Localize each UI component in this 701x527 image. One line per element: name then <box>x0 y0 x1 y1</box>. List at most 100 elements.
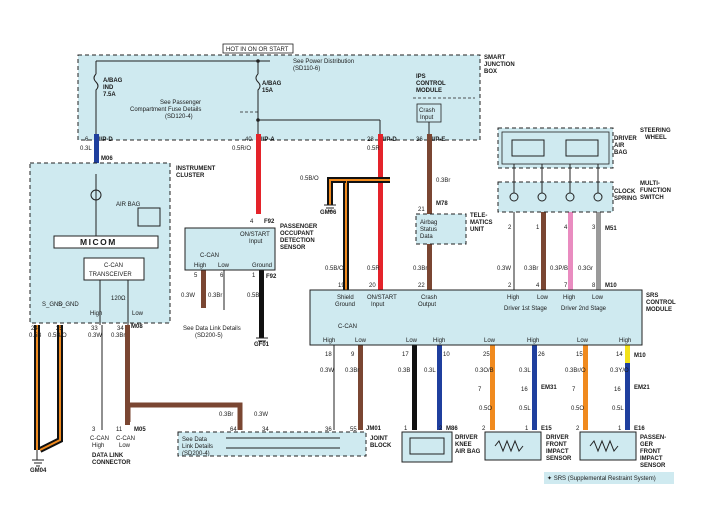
srs-low: Low <box>592 295 604 301</box>
pfs-title-4: IMPACT <box>640 456 663 462</box>
pod-title-3: DETECTION <box>280 238 315 244</box>
conn-ip-a: I/P-A <box>261 137 275 143</box>
srs-pin: 9 <box>351 352 355 358</box>
ic-pin: 25 <box>56 326 63 332</box>
pod-low: Low <box>218 263 230 269</box>
clock-spring-label-2: SPRING <box>614 196 637 202</box>
telematics-title-3: UNIT <box>470 227 484 233</box>
srs-pin: 14 <box>616 352 623 358</box>
dlc-title-2: CONNECTOR <box>92 460 131 466</box>
dlc-ccan-high-1: C-CAN <box>90 436 109 442</box>
pcfuse-ref-3: (SD120-4) <box>165 114 193 120</box>
pod-sensor: PASSENGER OCCUPANT DETECTION SENSOR ON/S… <box>183 224 318 339</box>
srs-low: Low <box>406 338 418 344</box>
srs-title-3: MODULE <box>646 307 672 313</box>
steering-wheel: STEERING WHEEL DRIVER AIR BAG <box>497 127 671 169</box>
srs-on-start-2: Input <box>371 302 385 308</box>
mfs-title-1: MULTI- <box>640 181 660 187</box>
data-link-connector: 3 11 C-CAN High C-CAN Low DATA LINK CONN… <box>90 427 135 466</box>
ground-gm04: GM04 <box>30 468 47 474</box>
crash-input-2: Input <box>420 115 434 121</box>
srs-high: High <box>507 295 519 301</box>
fuse-abag-1: A/BAG <box>262 81 282 87</box>
fuse-abag-2: 15A <box>262 88 274 94</box>
wire-label: 0.3Br <box>208 293 222 299</box>
wire-label: 0.3B <box>398 368 410 374</box>
pfs-pin: 1 <box>618 426 622 432</box>
wire-label: 0.3Br <box>524 266 538 272</box>
connector-em21: EM21 <box>634 385 650 391</box>
joint-block: JOINT BLOCK See Data Link Details (SD200… <box>177 427 392 457</box>
jb-title-2: BLOCK <box>370 443 392 449</box>
wire-label: 0.3Br <box>413 266 427 272</box>
dfs-pin: 1 <box>525 426 529 432</box>
wire-label: 0.5L <box>612 406 624 412</box>
airbag-lamp-icon <box>90 189 102 201</box>
wire-label: 0.5L <box>519 406 531 412</box>
jb-pin: 34 <box>262 427 269 433</box>
instrument-cluster: INSTRUMENT CLUSTER AIR BAG MICOM C-CAN T… <box>29 162 216 332</box>
sensor-icon <box>589 439 619 453</box>
legend: ✦ SRS (Supplemental Restraint System) <box>544 472 674 484</box>
srs-pin: 26 <box>538 352 545 358</box>
srs-title-2: CONTROL <box>646 300 676 306</box>
driver-1st-stage: Driver 1st Stage <box>504 306 548 312</box>
pcfuse-ref-1: See Passenger <box>160 100 201 106</box>
wire-label: 0.3Br/O <box>565 368 586 374</box>
srs-pin: 18 <box>325 352 332 358</box>
wire-label: 0.3L <box>519 368 531 374</box>
pod-on-start-2: Input <box>249 239 263 245</box>
pod-ground: Ground <box>252 263 272 269</box>
ground-icon <box>324 204 336 212</box>
srs-high: High <box>619 338 631 344</box>
wire-label: 0.3W <box>497 266 511 272</box>
shield-ground-2: Ground <box>335 302 355 308</box>
srs-pin: 8 <box>592 283 596 289</box>
kab-title-2: KNEE <box>455 442 472 448</box>
sjb-title-1: SMART <box>484 55 506 61</box>
pod-see-data-link-2: (SD200-5) <box>195 333 223 339</box>
hot-in-label: HOT IN ON OR START <box>226 47 289 53</box>
passenger-front-impact-sensor: 7 16 2 1 PASSEN- GER FRONT IMPACT SENSOR <box>572 387 666 469</box>
ips-title-1: IPS <box>416 74 426 80</box>
wire-label: 0.3Br <box>111 333 125 339</box>
ground-icon <box>256 337 268 342</box>
cs-pin: 4 <box>564 225 568 231</box>
kab-title-3: AIR BAG <box>455 449 481 455</box>
connector-m86: M86 <box>446 426 458 432</box>
ips-title-3: MODULE <box>416 88 442 94</box>
resistor-label: 120Ω <box>111 296 126 302</box>
connector-m08: M08 <box>131 324 143 330</box>
srs-high: High <box>527 338 539 344</box>
srs-low: Low <box>577 338 589 344</box>
srs-pin: 2 <box>508 283 512 289</box>
pin-21: 21 <box>418 207 425 213</box>
srs-title-1: SRS <box>646 293 658 299</box>
knee-airbag: 1 2 DRIVER KNEE AIR BAG <box>401 426 481 463</box>
ground-icons <box>32 204 336 467</box>
mfs-title-2: FUNCTION <box>640 188 671 194</box>
dfs-pin: 7 <box>478 387 482 393</box>
pfs-title-3: FRONT <box>640 449 661 455</box>
dfs-pin: 2 <box>482 426 486 432</box>
conn-ip-e: I/P-E <box>432 137 445 143</box>
dfs-title-3: IMPACT <box>546 449 569 455</box>
pod-title-4: SENSOR <box>280 245 306 251</box>
wire-label: 0.3Br <box>345 368 359 374</box>
wire-label: 0.5O <box>571 406 584 412</box>
srs-pin: 7 <box>564 283 568 289</box>
wire-red-srs <box>378 134 383 290</box>
pod-pin: 6 <box>220 273 224 279</box>
pod-ccan: C-CAN <box>200 253 219 259</box>
srs-high: High <box>433 338 445 344</box>
ground-gm06: GM06 <box>320 210 337 216</box>
pod-high: High <box>194 263 206 269</box>
fuse-abag-ind-3: 7.5A <box>103 92 116 98</box>
connector-m05: M05 <box>134 427 146 433</box>
srs-low: Low <box>537 295 549 301</box>
kab-pin: 1 <box>404 426 408 432</box>
wire-label: 0.3P/B <box>550 266 568 272</box>
jb-see-1: See Data <box>182 437 208 443</box>
jb-title-1: JOINT <box>370 436 388 442</box>
